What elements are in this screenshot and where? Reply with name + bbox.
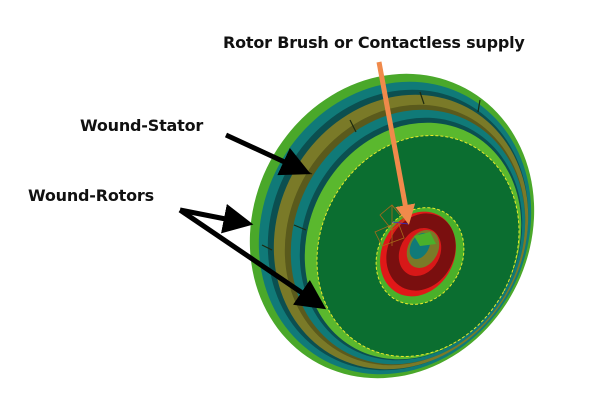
- stator-arrow: [224, 132, 311, 176]
- hub-bore-top: [414, 232, 436, 246]
- supply-label: Rotor Brush or Contactless supply: [223, 33, 525, 52]
- rotor-arrow-inner: [178, 207, 327, 310]
- rotor-arrow-outer: [179, 203, 254, 234]
- wound-stator-label: Wound-Stator: [80, 116, 204, 135]
- supply-arrow: [376, 61, 416, 225]
- wound-rotors-label: Wound-Rotors: [28, 186, 154, 205]
- machine-assembly: [249, 73, 535, 379]
